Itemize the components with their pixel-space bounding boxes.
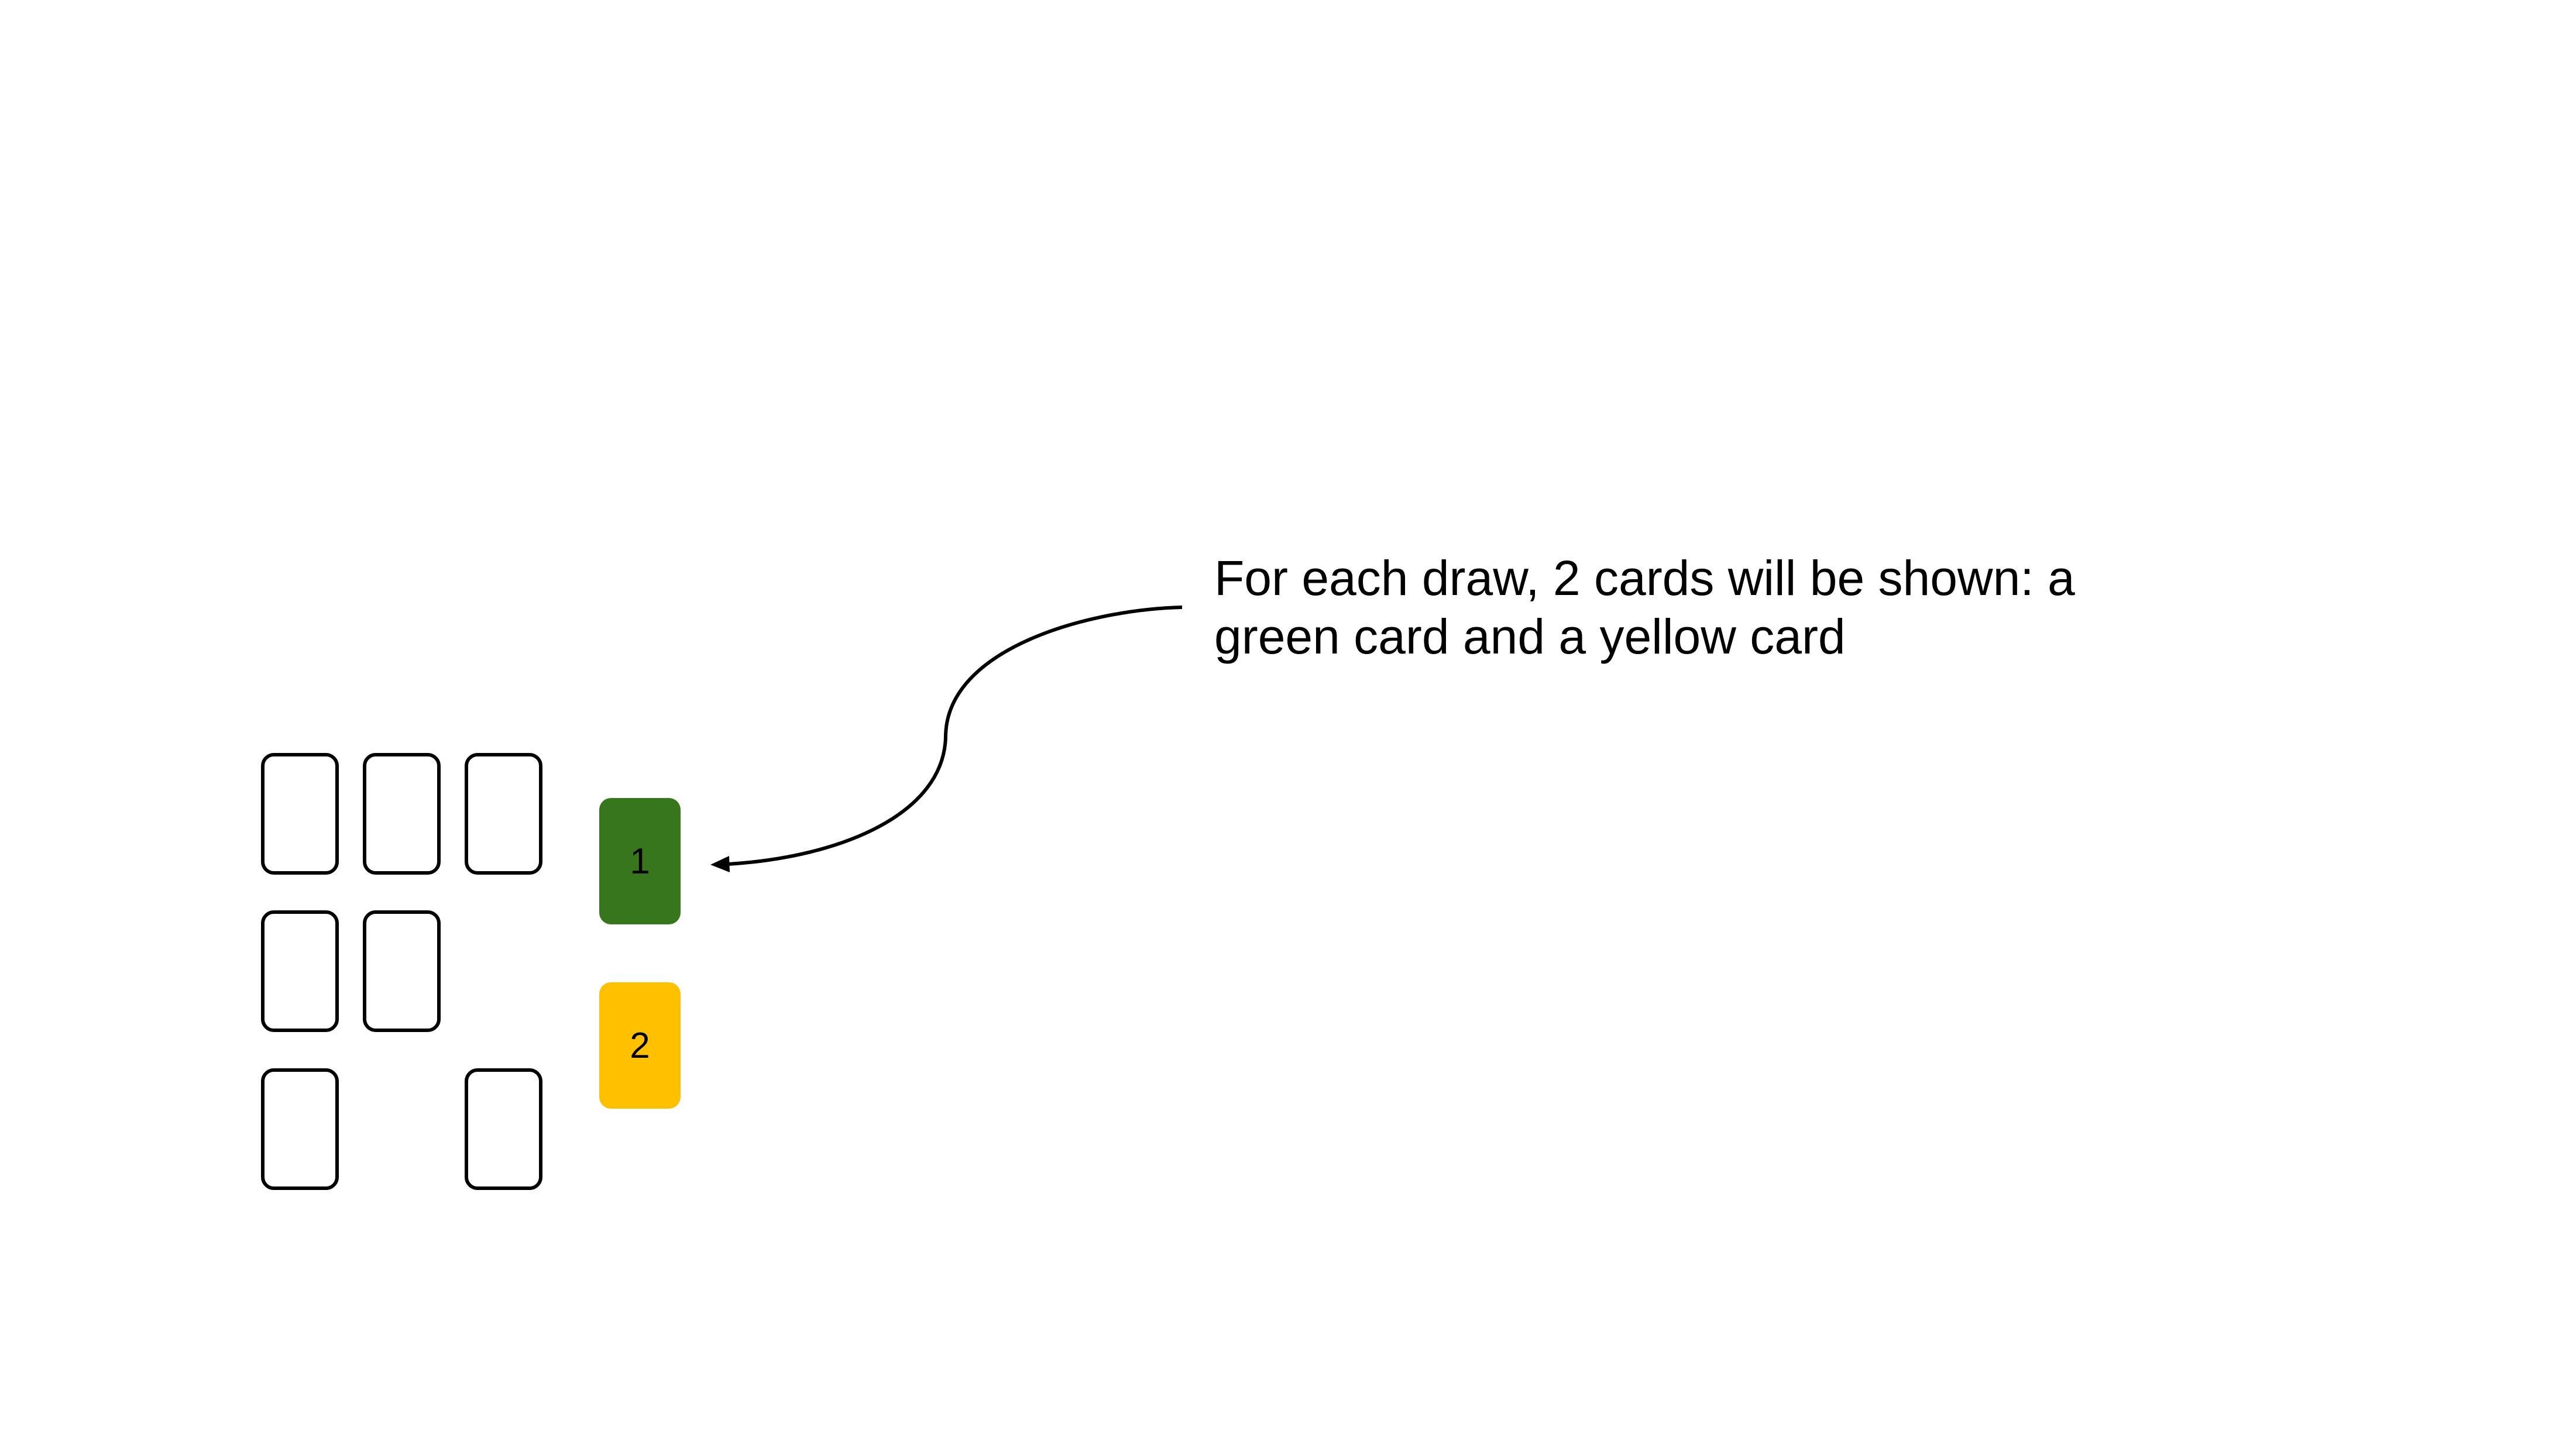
empty-card-slot: [261, 1068, 339, 1190]
callout-text: For each draw, 2 cards will be shown: a …: [1214, 549, 2209, 666]
yellow-card: 2: [599, 982, 681, 1109]
callout-arrowhead: [710, 856, 730, 872]
callout-arrow-curve: [727, 606, 1183, 866]
empty-card-slot: [465, 1068, 542, 1190]
empty-card-slot: [261, 753, 339, 875]
empty-card-slot: [261, 910, 339, 1032]
empty-card-slot: [363, 753, 441, 875]
callout-line-2: green card and a yellow card: [1214, 609, 1846, 664]
yellow-card-label: 2: [630, 1025, 650, 1066]
empty-card-slot: [465, 753, 542, 875]
green-card-label: 1: [630, 841, 650, 882]
callout-line-1: For each draw, 2 cards will be shown: a: [1214, 551, 2075, 606]
empty-card-slot: [363, 910, 441, 1032]
green-card: 1: [599, 798, 681, 924]
